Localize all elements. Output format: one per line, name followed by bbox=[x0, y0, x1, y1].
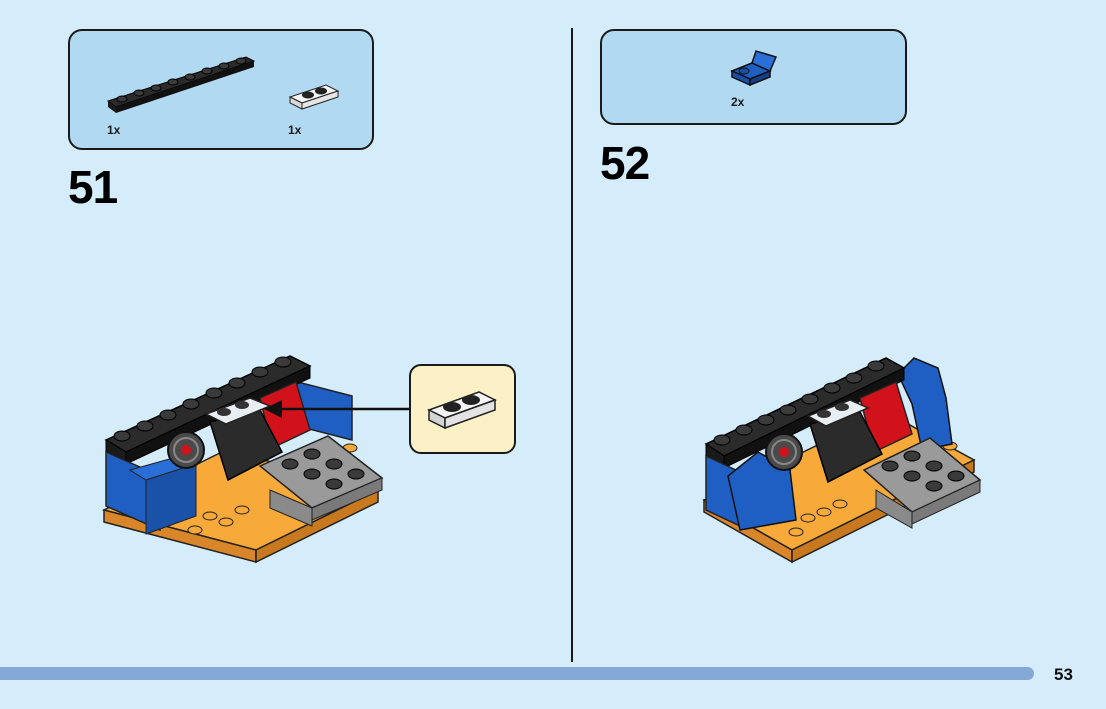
parts-list-step-52: 2x bbox=[600, 29, 907, 125]
quantity-black-plate: 1x bbox=[107, 123, 121, 137]
step-number-52: 52 bbox=[600, 137, 650, 189]
transparent-plate-callout-icon bbox=[427, 391, 497, 430]
step-52-model-illustration bbox=[702, 357, 982, 564]
transparent-plate-1x2-icon bbox=[288, 84, 340, 110]
blue-angle-bracket-icon bbox=[730, 50, 778, 87]
step-divider bbox=[571, 28, 573, 662]
part-callout bbox=[409, 364, 516, 454]
placement-arrow bbox=[264, 400, 410, 418]
step-51-model-illustration bbox=[101, 355, 384, 564]
page-number: 53 bbox=[1054, 665, 1073, 684]
parts-list-step-51: 1x 1x bbox=[68, 29, 374, 150]
quantity-blue-bracket: 2x bbox=[731, 95, 745, 109]
footer-bar bbox=[0, 667, 1034, 680]
black-plate-1x8-icon bbox=[106, 56, 256, 113]
step-number-51: 51 bbox=[68, 161, 118, 213]
quantity-transparent-plate: 1x bbox=[288, 123, 302, 137]
